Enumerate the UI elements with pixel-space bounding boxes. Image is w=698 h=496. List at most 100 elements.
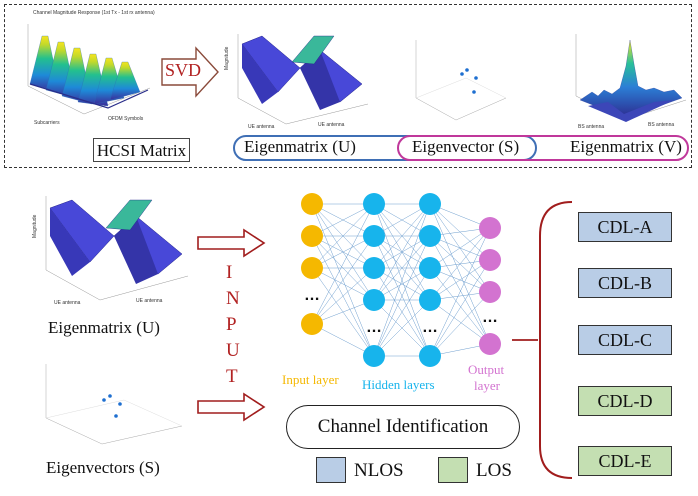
svd-arrow xyxy=(161,46,219,98)
bottom-s-point-4 xyxy=(114,414,118,418)
hidden1-node xyxy=(363,225,385,247)
cdl-d-box: CDL-D xyxy=(578,386,672,416)
hidden1-node xyxy=(363,289,385,311)
top-eigen-u-label: Eigenmatrix (U) xyxy=(244,137,356,156)
input-letter-p: P xyxy=(226,314,238,335)
top-u-ylabel: Magnitude xyxy=(224,46,230,70)
hcsi-matrix-label: HCSI Matrix xyxy=(93,138,190,162)
hidden2-node xyxy=(419,345,441,367)
nn-connection xyxy=(311,235,375,325)
hcsi-ridges xyxy=(29,35,149,109)
nn-ellipsis: … xyxy=(482,309,498,326)
input-arrow-lower xyxy=(197,392,266,422)
bottom-u-xlabel: UE antenna xyxy=(54,300,81,306)
legend-nlos-label: NLOS xyxy=(354,460,404,481)
input-letter-i: I xyxy=(226,262,234,283)
bottom-s-point-1 xyxy=(102,398,106,402)
top-v-xlabel: BS antenna xyxy=(578,124,604,130)
bottom-u-ylabel: Magnitude xyxy=(32,214,38,238)
nn-connection xyxy=(429,235,491,345)
input-node xyxy=(301,193,323,215)
bottom-s-point-2 xyxy=(108,394,112,398)
nn-connection xyxy=(311,267,375,301)
input-node xyxy=(301,313,323,335)
top-s-point-3 xyxy=(474,76,478,80)
nn-ellipsis: … xyxy=(366,319,382,336)
nn-ellipsis: … xyxy=(422,319,438,336)
nn-connection xyxy=(429,227,491,357)
nn-connection xyxy=(373,299,431,357)
hcsi-xlabel: Subcarriers xyxy=(34,120,60,126)
hidden1-node xyxy=(363,345,385,367)
bottom-eigen-s-plot xyxy=(45,364,183,445)
cdl-c-box: CDL-C xyxy=(578,325,672,355)
nn-connection xyxy=(429,267,491,345)
output-node xyxy=(479,249,501,271)
nn-connection xyxy=(311,299,375,325)
input-layer-label: Input layer xyxy=(282,372,339,387)
nn-connection xyxy=(311,203,375,325)
top-v-ylabel: BS antenna xyxy=(648,122,674,128)
nn-connection xyxy=(373,267,431,357)
legend-los-label: LOS xyxy=(476,460,512,481)
input-letter-n: N xyxy=(226,288,241,309)
top-s-point-1 xyxy=(460,72,464,76)
nn-ellipsis: … xyxy=(304,287,320,304)
bottom-eigen-u-label: Eigenmatrix (U) xyxy=(48,318,160,337)
nn-connection xyxy=(373,203,431,357)
top-u-xlabel: UE antenna xyxy=(248,124,275,130)
nn-connection xyxy=(429,259,491,301)
top-eigen-u-plot: Magnitude UE antenna UE antenna xyxy=(224,34,369,130)
hidden1-node xyxy=(363,193,385,215)
cdl-e-box: CDL-E xyxy=(578,446,672,476)
nn-connection xyxy=(373,235,431,357)
nn-connection xyxy=(429,259,491,357)
nn-connection xyxy=(373,203,431,269)
hidden2-node xyxy=(419,225,441,247)
input-letter-t: T xyxy=(226,366,239,387)
hidden-layers-label: Hidden layers xyxy=(362,377,435,392)
top-u-zlabel: UE antenna xyxy=(318,122,345,128)
top-eigen-s-plot xyxy=(415,40,507,121)
bottom-u-zlabel: UE antenna xyxy=(136,298,163,304)
output-layer-label-1: Output xyxy=(468,362,505,377)
input-node xyxy=(301,257,323,279)
nn-connection xyxy=(373,203,431,301)
hcsi-surface-plot: Subcarriers OFDM Symbols xyxy=(27,24,151,126)
nn-connection xyxy=(429,203,491,345)
hcsi-ylabel: OFDM Symbols xyxy=(108,116,144,122)
input-letter-u: U xyxy=(226,340,241,361)
nn-connection xyxy=(311,235,375,269)
legend-los-swatch xyxy=(438,457,468,483)
output-brace xyxy=(512,201,573,479)
hidden2-node xyxy=(419,193,441,215)
output-layer-label-2: layer xyxy=(474,378,500,393)
top-s-point-2 xyxy=(465,68,469,72)
output-node xyxy=(479,217,501,239)
top-eigen-v-plot: BS antenna BS antenna xyxy=(575,34,687,130)
channel-identification-label: Channel Identification xyxy=(286,405,520,449)
output-node xyxy=(479,281,501,303)
cdl-a-box: CDL-A xyxy=(578,212,672,242)
nn-connection xyxy=(311,323,375,357)
nn-connection xyxy=(311,267,375,325)
neural-network: … … … … xyxy=(301,193,501,367)
hidden2-node xyxy=(419,289,441,311)
input-arrow-upper xyxy=(197,228,266,258)
eigen-pills xyxy=(233,135,689,161)
bottom-eigen-s-label: Eigenvectors (S) xyxy=(46,458,160,477)
output-node xyxy=(479,333,501,355)
legend-nlos-swatch xyxy=(316,457,346,483)
bottom-eigen-u-plot: Magnitude UE antenna UE antenna xyxy=(32,196,189,306)
nn-connection xyxy=(429,299,491,345)
nn-connection xyxy=(429,227,491,269)
nn-connection xyxy=(311,203,375,269)
hidden1-node xyxy=(363,257,385,279)
input-node xyxy=(301,225,323,247)
top-eigen-v-label: Eigenmatrix (V) xyxy=(570,137,682,156)
cdl-b-box: CDL-B xyxy=(578,268,672,298)
top-s-point-4 xyxy=(472,90,476,94)
nn-connection xyxy=(429,227,491,301)
top-eigen-s-label: Eigenvector (S) xyxy=(412,137,520,156)
nn-connection xyxy=(311,203,375,237)
